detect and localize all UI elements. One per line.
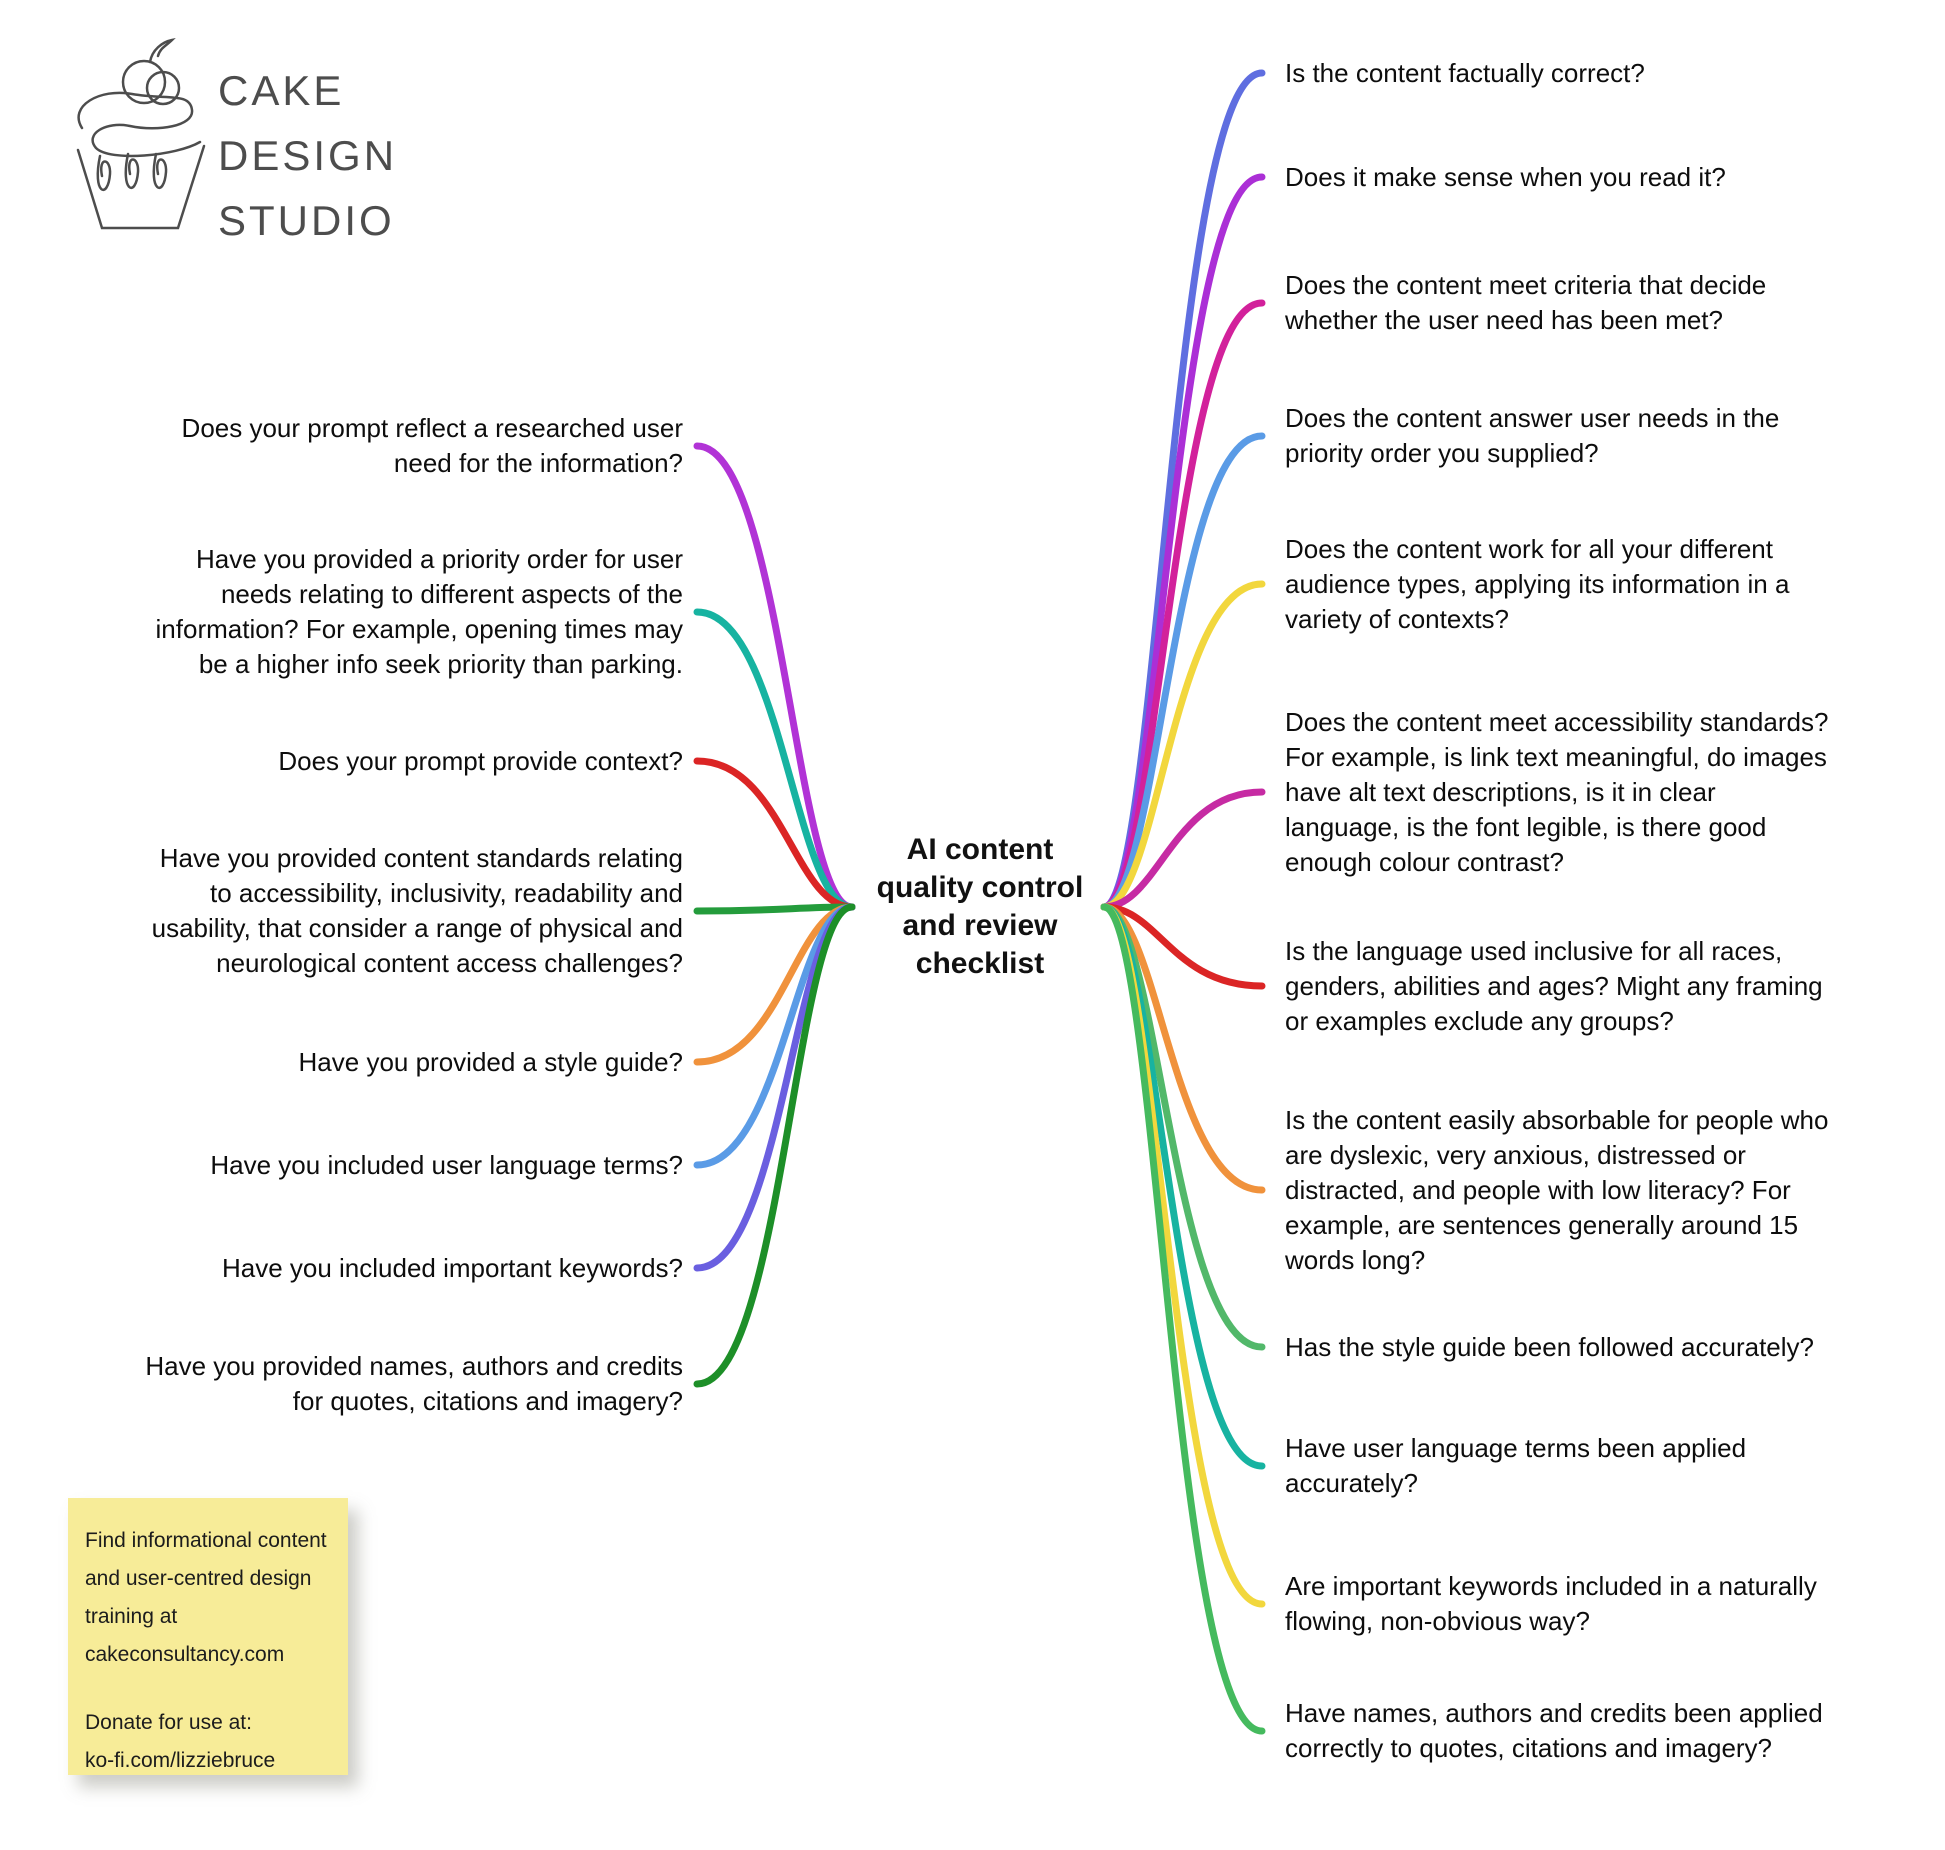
cup-loop-1 [96, 154, 112, 192]
right-branch-label-10: Have user language terms been applied ac… [1285, 1433, 1747, 1498]
left-branch-label-4: Have you provided content standards rela… [151, 843, 683, 978]
cup-outline [76, 144, 206, 230]
right-branch-label-1: Is the content factually correct? [1285, 57, 1645, 88]
right-branch-label-11: Are important keywords included in a nat… [1285, 1571, 1817, 1636]
left-branch-label-7: Have you included important keywords? [221, 1252, 683, 1283]
cherry-body [121, 59, 167, 105]
right-branch-curve-7 [1100, 903, 1266, 990]
cup-loop-3 [152, 152, 168, 190]
central-title-line-4: checklist [915, 947, 1045, 980]
right-branch-label-7: Is the language used inclusive for all r… [1285, 935, 1823, 1036]
left-branch-label-3: Does your prompt provide context? [278, 745, 683, 776]
left-branch-label-6: Have you included user language terms? [210, 1149, 683, 1180]
central-title-line-1: AI content [906, 833, 1054, 866]
central-node-title: AI content quality control and review ch… [850, 831, 1110, 983]
right-branch-label-8: Is the content easily absorbable for peo… [1285, 1104, 1829, 1275]
right-branch-curve-5 [1100, 580, 1266, 911]
left-branch-label-5: Have you provided a style guide? [298, 1046, 683, 1077]
left-branch-label-8: Have you provided names, authors and cre… [145, 1351, 683, 1416]
right-branch-curve-12 [1100, 903, 1266, 1735]
left-branch-label-2: Have you provided a priority order for u… [155, 544, 683, 679]
left-branch-curve-2 [693, 608, 856, 911]
central-title-line-3: and review [902, 909, 1058, 942]
central-title-line-2: quality control [876, 871, 1084, 904]
logo-wordmark: CAKE DESIGN STUDIO [218, 58, 397, 253]
sticky-note: Find informational content and user-cent… [68, 1498, 348, 1775]
cherry-body-2 [145, 70, 181, 106]
icing-swirl [77, 91, 202, 158]
left-branch-curve-4 [693, 903, 856, 915]
right-branch-label-12: Have names, authors and credits been app… [1285, 1698, 1823, 1763]
right-branch-label-6: Does the content meet accessibility stan… [1285, 706, 1829, 877]
logo-word-studio: STUDIO [218, 197, 395, 244]
right-branch-label-5: Does the content work for all your diffe… [1285, 533, 1790, 634]
left-branch-curve-1 [693, 442, 856, 911]
cake-design-studio-logo: CAKE DESIGN STUDIO [66, 30, 396, 244]
right-branch-label-3: Does the content meet criteria that deci… [1285, 270, 1767, 335]
cherry-stem [148, 37, 176, 64]
right-branch-curve-4 [1100, 432, 1266, 911]
logo-word-design: DESIGN [218, 132, 398, 179]
right-branch-label-2: Does it make sense when you read it? [1285, 161, 1726, 192]
right-branch-label-9: Has the style guide been followed accura… [1285, 1331, 1814, 1362]
sticky-note-training-text: Find informational content and user-cent… [85, 1529, 327, 1666]
right-branch-label-4: Does the content answer user needs in th… [1285, 403, 1780, 468]
left-branch-curve-8 [693, 903, 856, 1388]
sticky-note-donate-text: Donate for use at: ko-fi.com/lizziebruce [85, 1711, 276, 1772]
right-branch-curve-6 [1100, 788, 1266, 911]
left-branch-curve-3 [693, 757, 856, 911]
left-branch-label-1: Does your prompt reflect a researched us… [181, 413, 683, 478]
cupcake-logo-icon [76, 37, 206, 230]
cup-loop-2 [124, 152, 140, 190]
logo-word-cake: CAKE [218, 67, 345, 114]
